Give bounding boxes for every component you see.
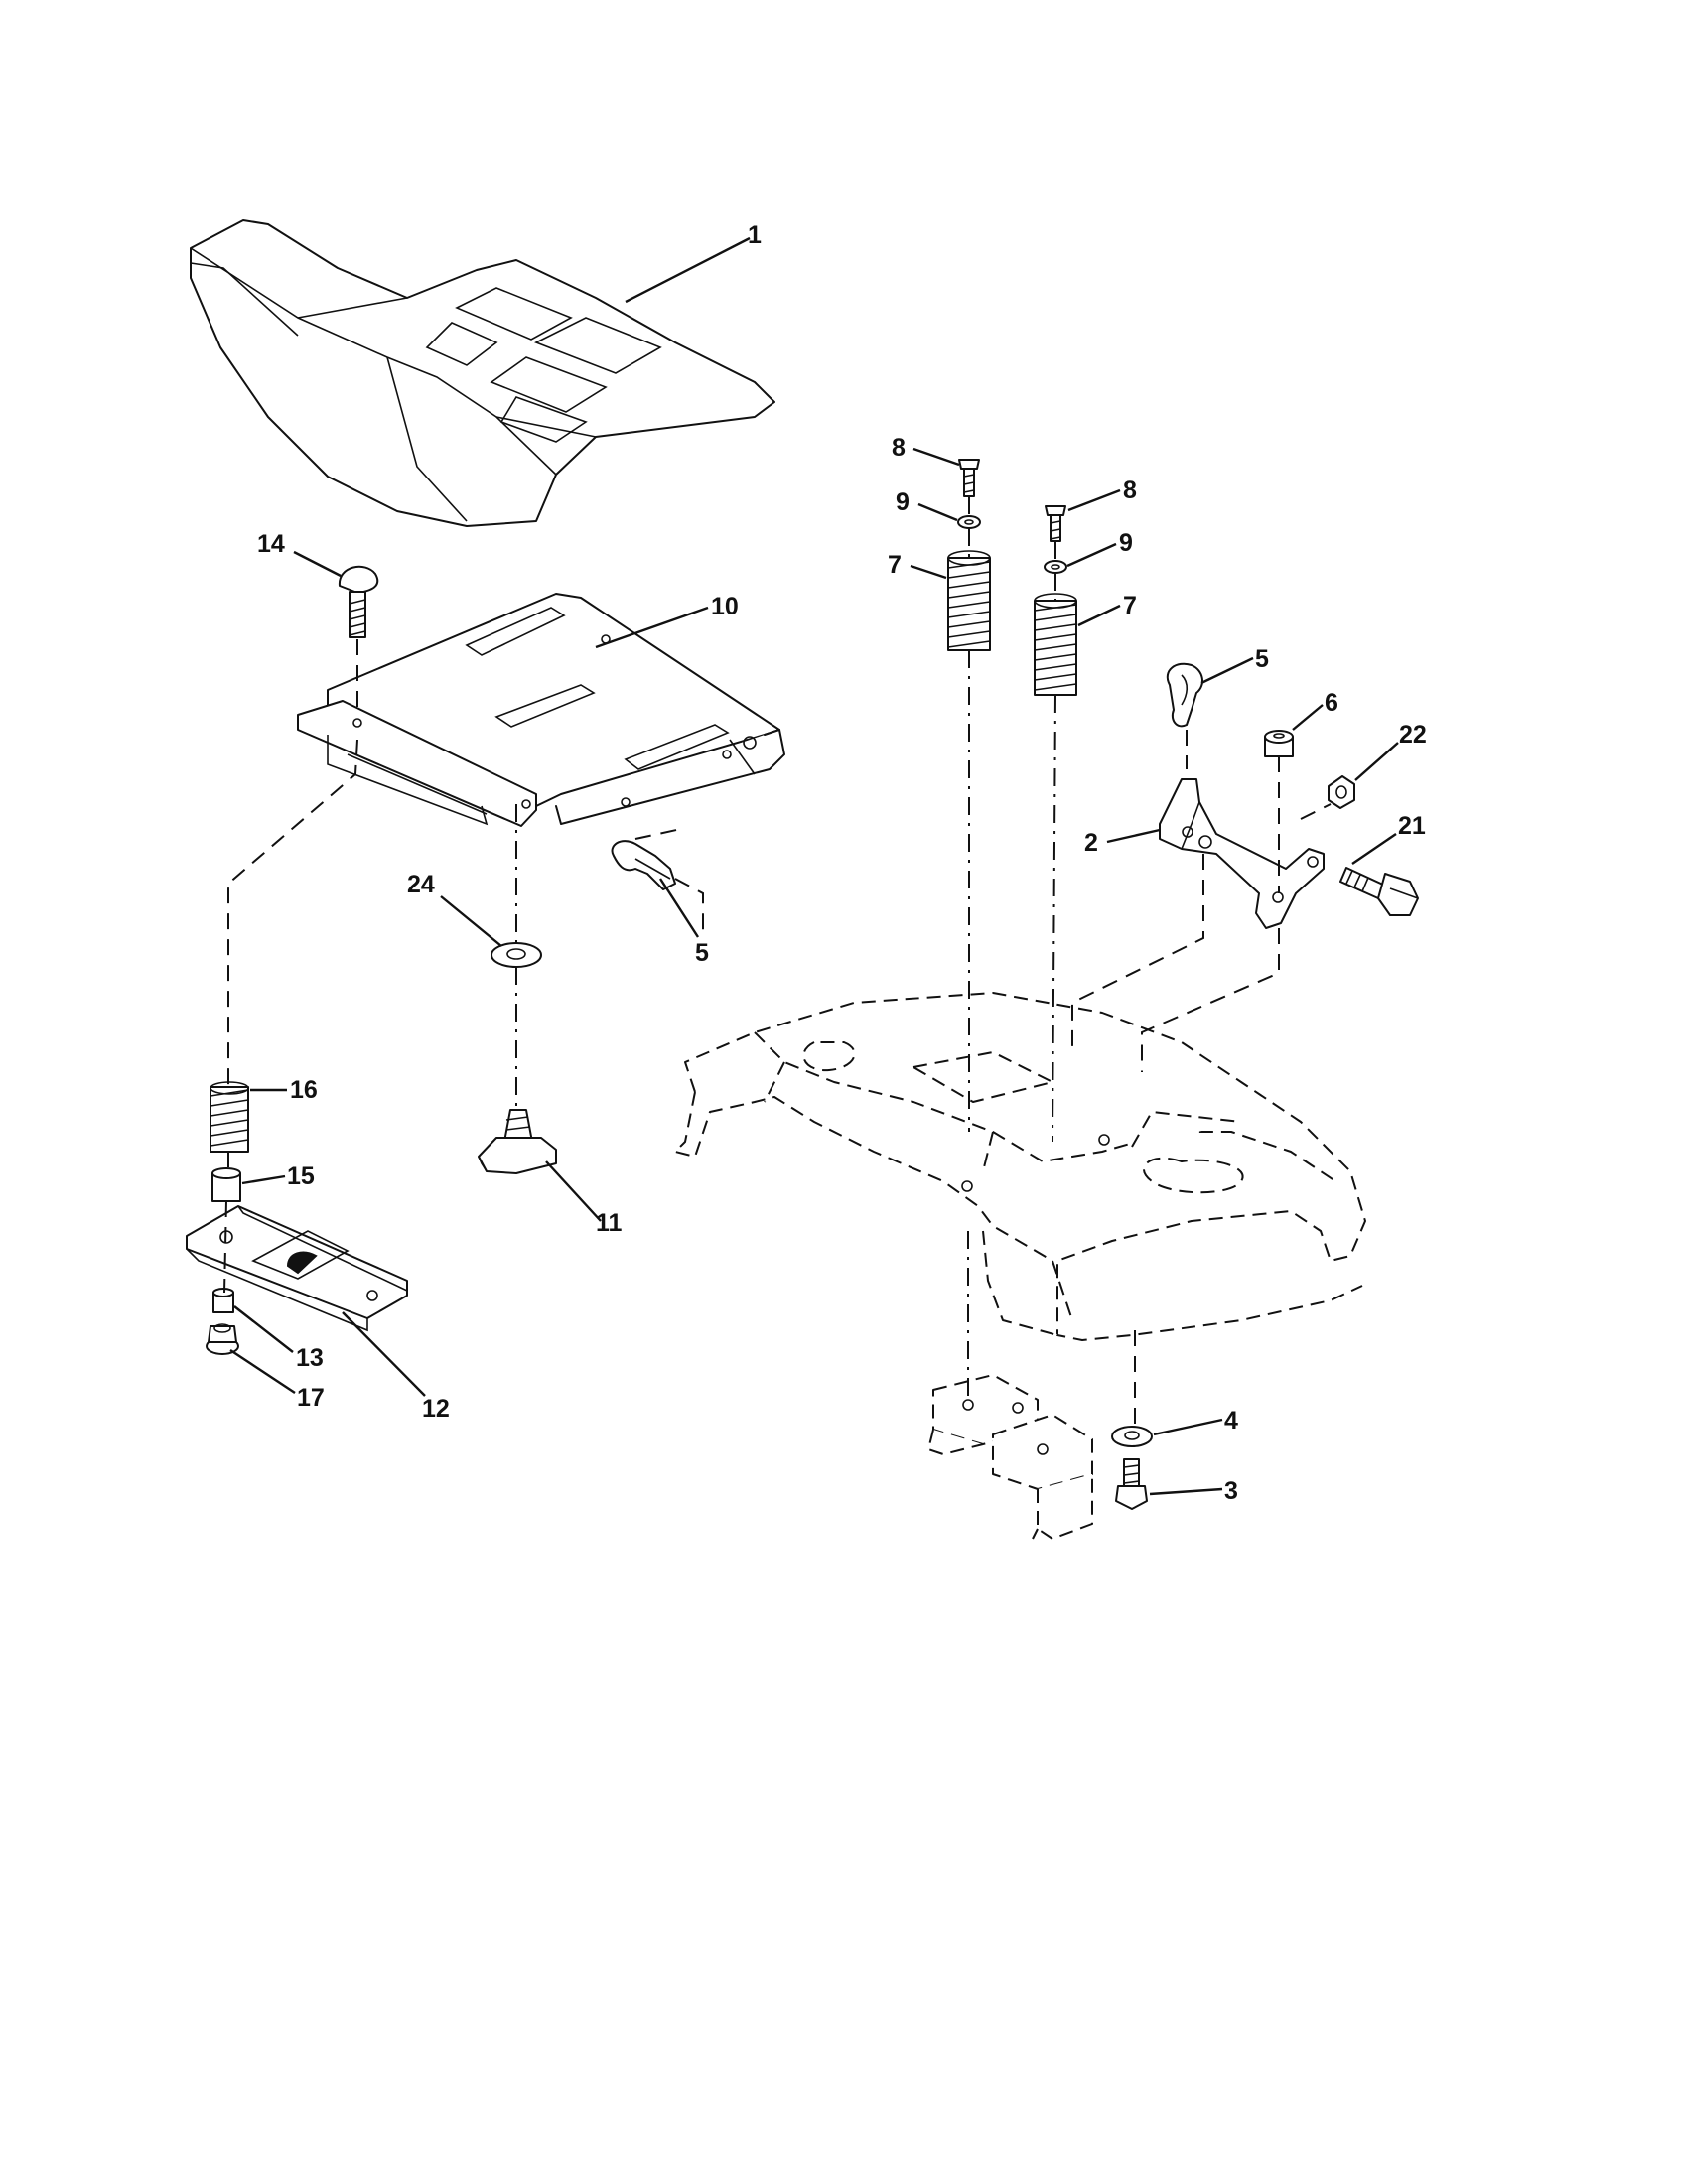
slide-plate (186, 1205, 408, 1332)
callout-21: 21 (1398, 812, 1426, 840)
callout-7-right: 7 (1123, 592, 1137, 619)
hex-bolt (1339, 867, 1419, 916)
shoulder-bolt-left (958, 459, 980, 497)
knob (478, 1109, 557, 1174)
callout-6: 6 (1325, 689, 1338, 717)
callout-3: 3 (1224, 1477, 1238, 1505)
callout-10: 10 (711, 593, 739, 620)
leader-lines (229, 236, 1399, 1496)
washer-4 (1111, 1426, 1153, 1447)
carriage-bolt (338, 565, 379, 638)
assembly-lines (223, 496, 1332, 1427)
washer-24 (491, 942, 542, 968)
callout-12: 12 (422, 1395, 450, 1423)
washer-9-left (957, 515, 981, 529)
callout-9-right: 9 (1119, 529, 1133, 557)
nut-13 (212, 1288, 234, 1313)
callout-2: 2 (1084, 829, 1098, 857)
shoulder-bolt-right (1045, 505, 1066, 542)
callout-1: 1 (748, 221, 762, 249)
callout-8-right: 8 (1123, 477, 1137, 504)
frame-bracket-outline (927, 1374, 1093, 1540)
callout-labels: 1 2 3 4 5 5 6 7 7 8 8 9 9 10 11 12 13 14… (257, 221, 1427, 1505)
callout-17: 17 (297, 1384, 325, 1412)
callout-16: 16 (290, 1076, 318, 1104)
callout-24: 24 (407, 871, 435, 898)
seat (190, 219, 775, 527)
callout-9-left: 9 (896, 488, 910, 516)
callout-5-right: 5 (1255, 645, 1269, 673)
seat-pan (297, 593, 785, 827)
spring-7-left (947, 550, 991, 651)
callout-11: 11 (596, 1209, 623, 1237)
callout-7-left: 7 (888, 551, 902, 579)
seat-bracket (1159, 778, 1325, 929)
callout-5-left: 5 (695, 939, 709, 967)
spring-16 (210, 1081, 249, 1153)
spring-7-right (1034, 593, 1077, 696)
fender-outline (674, 992, 1366, 1341)
callout-22: 22 (1399, 721, 1427, 749)
hex-bolt-3 (1115, 1458, 1148, 1510)
callout-14: 14 (257, 530, 285, 558)
spacer (211, 1167, 241, 1202)
flange-nut (206, 1323, 239, 1355)
nut-22 (1328, 775, 1355, 809)
callout-8-left: 8 (892, 434, 906, 462)
callout-4: 4 (1224, 1407, 1238, 1434)
nut-6 (1264, 730, 1294, 757)
hairpin-clip-left (611, 840, 676, 890)
washer-9-right (1044, 560, 1067, 574)
hairpin-clip-right (1166, 662, 1203, 728)
callout-13: 13 (296, 1344, 324, 1372)
callout-15: 15 (287, 1162, 315, 1190)
